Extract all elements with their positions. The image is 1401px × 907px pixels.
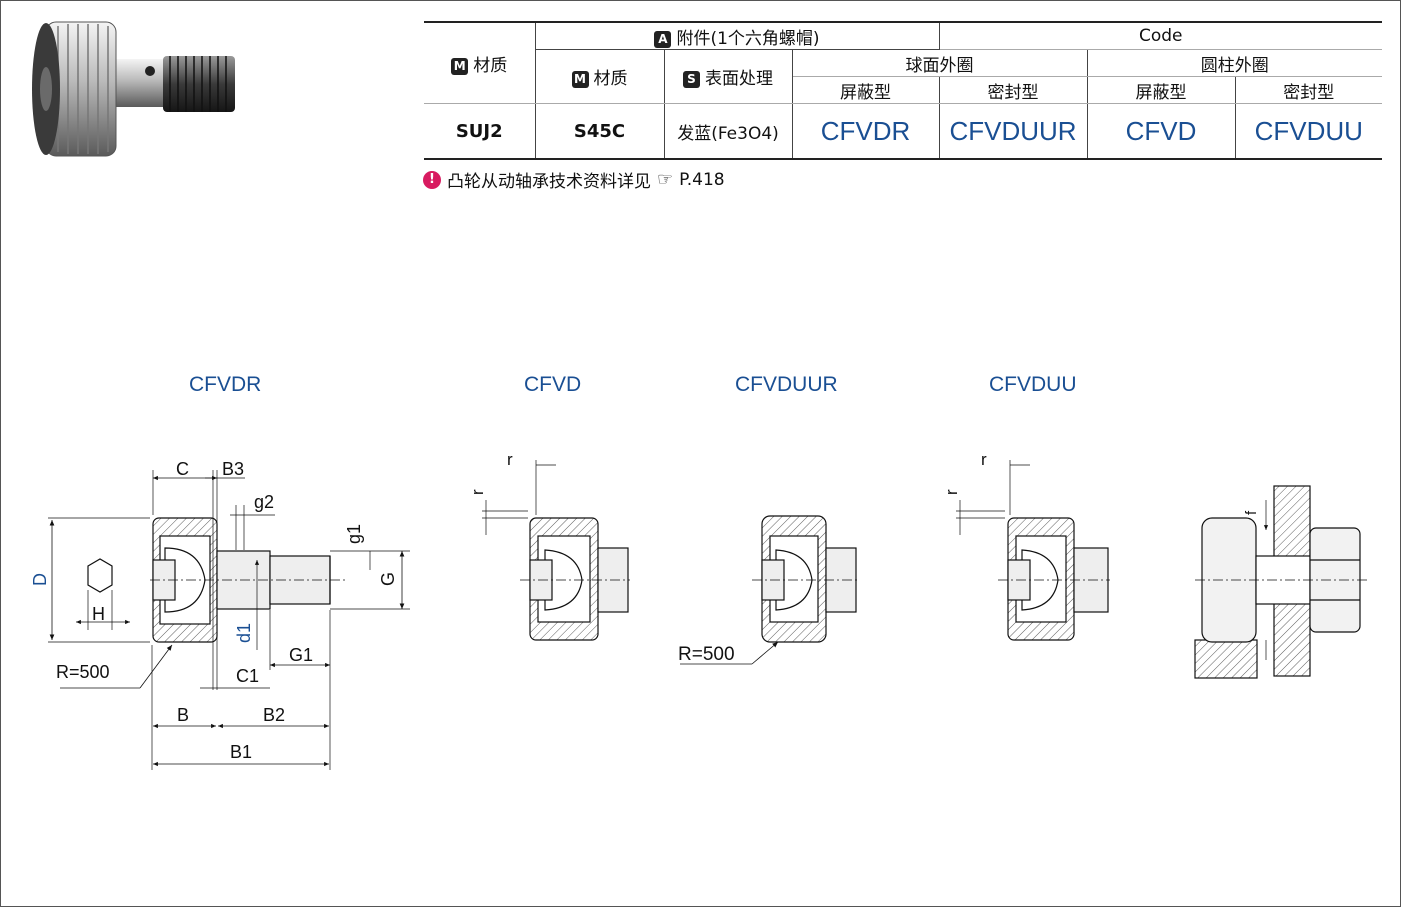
drawing-cfvduur <box>680 515 860 665</box>
material-badge: M <box>451 57 469 75</box>
dim-g1-length: G1 <box>289 645 313 665</box>
cell-code-cfvduu[interactable]: CFVDUU <box>1234 103 1383 160</box>
cell-code-cfvduur[interactable]: CFVDUUR <box>938 103 1088 160</box>
header-spherical: 球面外圈 <box>791 49 1088 77</box>
dim-r500-cfvduur: R=500 <box>678 644 735 665</box>
dim-b2: B2 <box>263 705 285 725</box>
drawing-title-cfvdr: CFVDR <box>189 373 262 396</box>
dimension-labels-cfvdr: C B3 g2 g1 D H G d1 G1 C1 R=500 B B2 B1 <box>30 459 398 762</box>
pointing-hand-icon: ☞ <box>657 169 674 190</box>
dim-r-cfvduu-top: r <box>981 450 987 469</box>
dim-h: H <box>92 604 105 624</box>
info-icon: ! <box>423 170 441 189</box>
drawing-cfvduu <box>956 460 1110 641</box>
dim-f: f <box>1243 510 1260 515</box>
dim-g2: g2 <box>254 492 274 512</box>
material-badge: M <box>571 71 589 88</box>
attachment-badge: A <box>654 30 672 48</box>
header-shield-1: 屏蔽型 <box>791 76 940 104</box>
cell-code-cfvd[interactable]: CFVD <box>1086 103 1236 160</box>
dim-g1: g1 <box>344 524 364 544</box>
drawing-title-cfvduur: CFVDUUR <box>735 373 838 396</box>
drawing-cfvd <box>482 460 630 641</box>
drawing-cfvdr <box>48 470 410 770</box>
drawing-title-cfvduu: CFVDUU <box>989 373 1077 396</box>
dim-r-cfvd-side: r <box>468 489 487 495</box>
dim-r-cfvd-top: r <box>507 450 513 469</box>
surface-badge: S <box>683 71 700 88</box>
reference-note: ! 凸轮从动轴承技术资料详见 ☞ P.418 <box>423 167 725 192</box>
dim-c1: C1 <box>236 666 259 686</box>
drawing-mounting <box>1194 485 1370 679</box>
cell-code-cfvdr[interactable]: CFVDR <box>791 103 940 160</box>
dim-r-cfvduu-side: r <box>942 489 961 495</box>
product-photo <box>32 21 235 157</box>
cell-material: SUJ2 <box>424 103 536 160</box>
header-shield-2: 屏蔽型 <box>1086 76 1236 104</box>
header-cylindrical: 圆柱外圈 <box>1086 49 1383 77</box>
dim-b1: B1 <box>230 742 252 762</box>
note-text: 凸轮从动轴承技术资料详见 <box>447 172 651 192</box>
dim-d: D <box>30 573 50 586</box>
drawing-title-cfvd: CFVD <box>524 373 582 396</box>
dim-b: B <box>177 705 189 725</box>
dim-c: C <box>176 459 189 479</box>
dim-r500: R=500 <box>56 662 110 682</box>
header-code: Code <box>938 21 1383 50</box>
dim-b3: B3 <box>222 459 244 479</box>
dim-d1: d1 <box>234 623 254 643</box>
note-ref-link[interactable]: P.418 <box>679 169 725 190</box>
cell-att-material: S45C <box>534 103 665 160</box>
header-seal-2: 密封型 <box>1234 76 1383 104</box>
dim-g: G <box>378 572 398 586</box>
cell-surface: 发蓝(Fe3O4) <box>663 103 793 160</box>
